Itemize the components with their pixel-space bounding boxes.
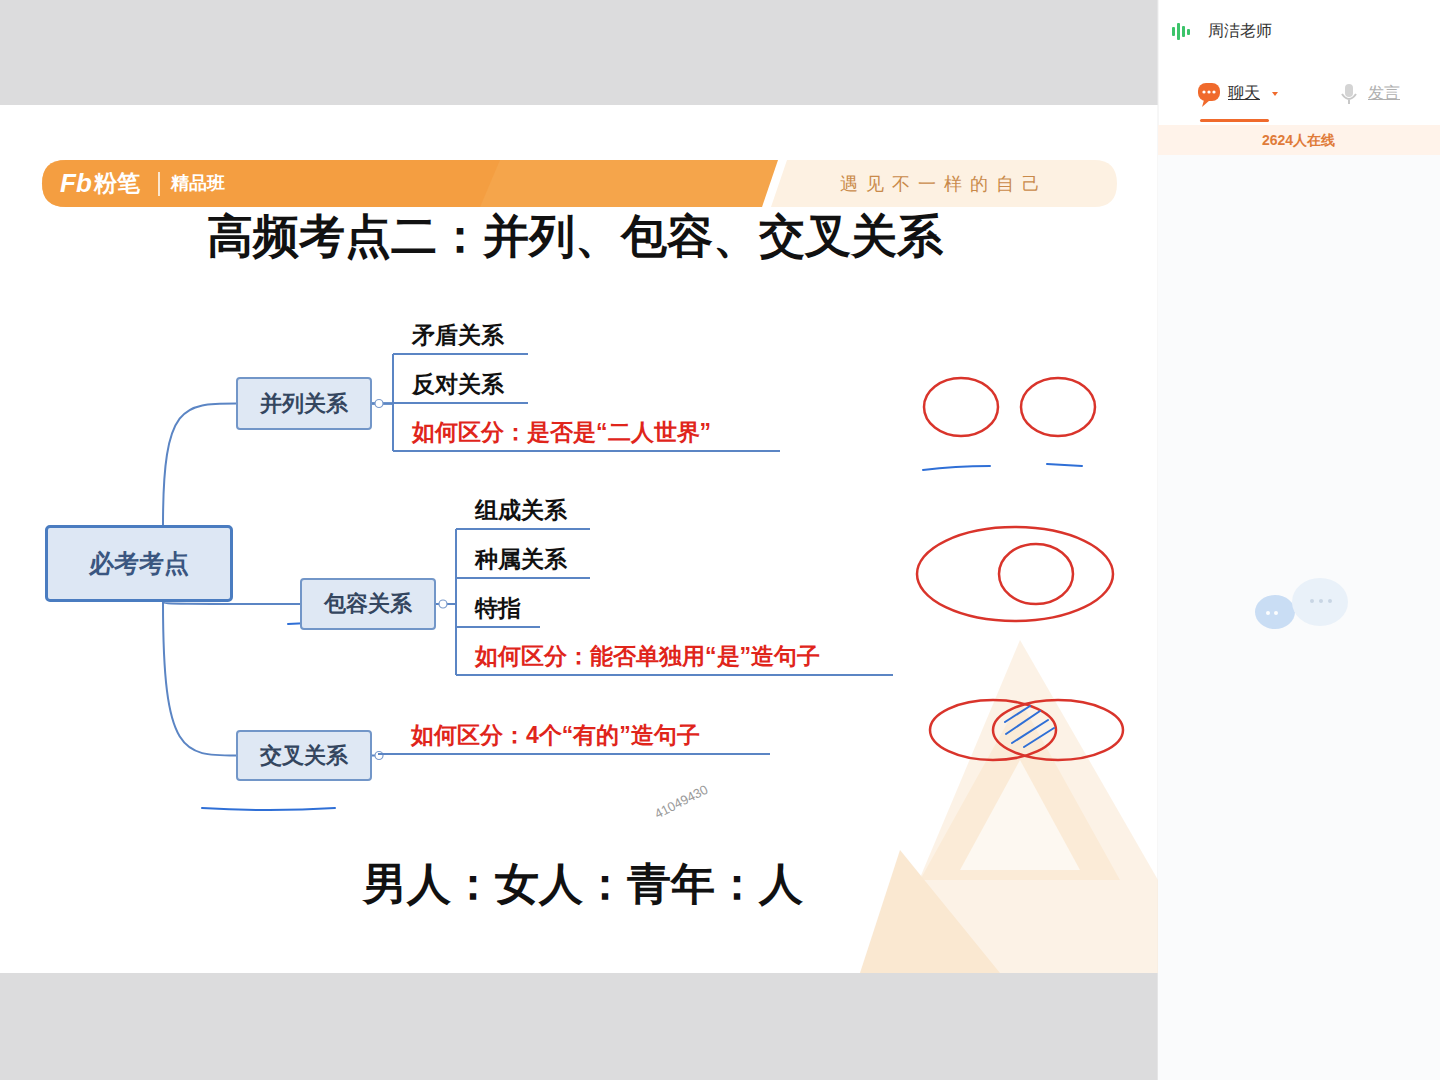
relation-figures	[917, 378, 1123, 760]
slogan-wrap: 遇见不一样的自己	[840, 171, 1048, 197]
connector-line	[163, 602, 300, 604]
title-wrap: 高频考点二：并列、包容、交叉关系	[0, 205, 1150, 267]
branch-item: 如何区分：是否是“二人世界”	[393, 417, 780, 452]
connector-line	[372, 404, 393, 452]
chat-icon	[1198, 83, 1220, 107]
connector-line	[436, 578, 456, 604]
item-text: 矛盾关系	[412, 320, 528, 350]
box-label: 必考考点	[89, 547, 189, 580]
connector-line	[163, 404, 236, 526]
online-band	[1158, 125, 1440, 155]
top-grey-band	[0, 0, 1158, 105]
voice-icon	[1172, 23, 1190, 40]
item-text: 反对关系	[412, 369, 528, 399]
slogan: 遇见不一样的自己	[840, 171, 1048, 197]
collapse-knob	[375, 400, 383, 408]
box-label: 并列关系	[260, 389, 348, 419]
dropdown-caret	[1272, 92, 1278, 96]
banner-divider	[158, 172, 160, 196]
class-name: 精品班	[171, 170, 225, 196]
chat-tab-wrap: 聊天	[1228, 82, 1260, 104]
watermark-wrap: 41049430	[652, 806, 710, 824]
example-question: 男人：女人：青年：人	[363, 854, 803, 914]
hint-text: 如何区分：是否是“二人世界”	[412, 417, 780, 447]
bottom-grey-band	[0, 973, 1158, 1080]
topic-box: 包容关系	[300, 578, 436, 630]
branch-item: 矛盾关系	[393, 320, 528, 355]
slide-title: 高频考点二：并列、包容、交叉关系	[207, 205, 943, 267]
banner-left	[42, 160, 778, 207]
class-name-wrap: 精品班	[171, 170, 225, 196]
branch-item: 如何区分：能否单独用“是”造句子	[456, 641, 893, 676]
chat-area	[1158, 155, 1440, 1080]
logo-text-wrap: 粉笔	[94, 168, 140, 198]
hint-text: 如何区分：4个“有的”造句子	[411, 720, 770, 750]
banner-left-shade	[42, 160, 500, 207]
background-triangles	[860, 640, 1158, 973]
speak-tab-wrap: 发言	[1368, 82, 1400, 104]
topic-box: 并列关系	[236, 377, 372, 430]
online-count: 2624人在线	[1262, 130, 1335, 150]
logo-mark: Fb	[60, 166, 92, 200]
topic-box: 交叉关系	[236, 730, 372, 781]
logo-mark-wrap: Fb	[60, 166, 92, 200]
connector-line	[436, 604, 456, 675]
chat-tab: 聊天	[1228, 82, 1260, 104]
branch-item: 种属关系	[456, 544, 590, 579]
item-text: 组成关系	[475, 495, 590, 525]
branch-item: 特指	[456, 593, 540, 628]
banner-right	[771, 160, 1117, 207]
branch-item: 反对关系	[393, 369, 528, 404]
online-count-wrap: 2624人在线	[1262, 130, 1335, 150]
teacher-name-wrap: 周洁老师	[1208, 20, 1272, 42]
watermark: 41049430	[652, 782, 711, 823]
box-label: 交叉关系	[260, 741, 348, 771]
box-label: 包容关系	[324, 589, 412, 619]
collapse-knob	[439, 600, 447, 608]
connector-line	[163, 602, 236, 756]
example-question-wrap: 男人：女人：青年：人	[363, 854, 803, 914]
teacher-name: 周洁老师	[1208, 20, 1272, 42]
collapse-knob	[375, 752, 383, 760]
item-text: 特指	[475, 593, 540, 623]
pen-annotations	[202, 464, 1082, 810]
connector-line	[436, 529, 456, 604]
branch-item: 组成关系	[456, 495, 590, 530]
chat-bubbles-illustration	[1255, 578, 1348, 629]
speak-tab: 发言	[1368, 82, 1400, 104]
branch-item: 如何区分：4个“有的”造句子	[378, 720, 770, 755]
logo-text: 粉笔	[94, 168, 140, 198]
tab-indicator	[1200, 119, 1269, 122]
mic-icon	[1342, 84, 1356, 104]
side-panel	[1158, 0, 1440, 1080]
connector-line	[372, 354, 393, 404]
hint-text: 如何区分：能否单独用“是”造句子	[475, 641, 893, 671]
item-text: 种属关系	[475, 544, 590, 574]
root-box: 必考考点	[45, 525, 233, 602]
